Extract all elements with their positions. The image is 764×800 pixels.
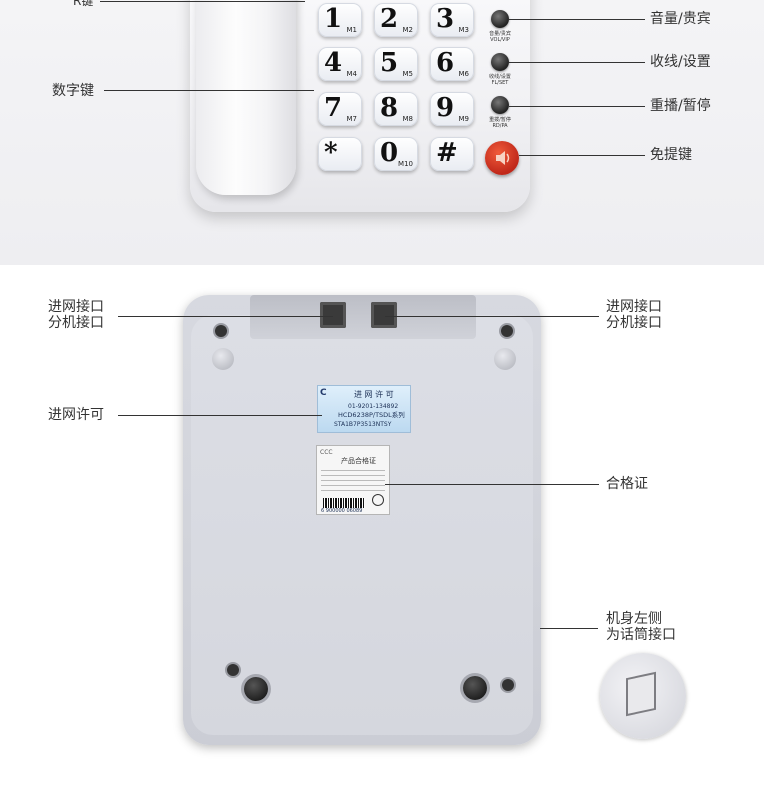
- callout-line-side: [540, 628, 598, 629]
- license-title: 进 网 许 可: [354, 390, 394, 399]
- extension-jack: [371, 302, 397, 328]
- key-memory-label: M5: [402, 70, 414, 78]
- callout-line-r-key: [100, 1, 305, 2]
- certificate-sticker: CCC 产品合格证 6 900000 06089: [316, 445, 390, 515]
- speaker-icon: [496, 151, 510, 165]
- callout-volume-vip: 音量/贵宾: [650, 11, 711, 27]
- key-hash: #: [430, 137, 474, 171]
- key-digit: 8: [380, 93, 399, 123]
- handset-jack: [626, 671, 656, 717]
- callout-line-handsfree: [519, 155, 645, 156]
- callout-hangup-set: 收线/设置: [650, 54, 711, 70]
- callout-line-jacks-right: [385, 316, 599, 317]
- foot-top-left: [212, 348, 234, 370]
- license-model: HCD6238P/TSDL系列: [338, 411, 405, 419]
- key-digit: 5: [380, 48, 399, 78]
- key-digit: 0: [380, 138, 399, 168]
- callout-handsfree: 免提键: [650, 147, 692, 163]
- volume-vip-button: [491, 10, 509, 28]
- key-memory-label: M9: [458, 115, 470, 123]
- key-memory-label: M2: [402, 26, 414, 34]
- barcode-number: 6 900000 06089: [321, 508, 363, 514]
- barcode: [323, 498, 365, 508]
- callout-line-certificate: [385, 484, 599, 485]
- redial-pause-button: [491, 96, 509, 114]
- callout-side-2: 为话筒接口: [606, 627, 676, 643]
- phone-back-panel: [183, 295, 541, 745]
- hangup-set-button: [491, 53, 509, 71]
- callout-line-digit-keys: [104, 90, 314, 91]
- callout-extension-jack-right: 分机接口: [606, 315, 662, 331]
- callout-line-jack-left: 进网接口: [48, 299, 104, 315]
- callout-digit-keys: 数字键: [52, 83, 94, 99]
- key-memory-label: M1: [346, 26, 358, 34]
- key-digit: 1: [324, 4, 343, 34]
- side-handset-jack-closeup: [600, 653, 686, 739]
- screw-bottom-left: [227, 664, 239, 676]
- callout-side-1: 机身左侧: [606, 611, 662, 627]
- callout-license: 进网许可: [48, 407, 104, 423]
- key-digit: 7: [324, 93, 343, 123]
- key-digit: *: [324, 138, 338, 168]
- license-sticker: C 进 网 许 可 01-9201-134892 HCD6238P/TSDL系列…: [317, 385, 411, 433]
- callout-redial-pause: 重播/暂停: [650, 98, 711, 114]
- key-memory-label: M4: [346, 70, 358, 78]
- key-digit: 2: [380, 4, 399, 34]
- certificate-title: 产品合格证: [341, 457, 376, 465]
- key-star: *: [318, 137, 362, 171]
- callout-extension-jack-left: 分机接口: [48, 315, 104, 331]
- callout-line-hangup: [509, 62, 645, 63]
- callout-line-redial: [509, 106, 645, 107]
- foot-top-right: [494, 348, 516, 370]
- line-jack: [320, 302, 346, 328]
- rubber-foot-right: [463, 676, 487, 700]
- callout-r-key: R键: [73, 0, 94, 8]
- key-memory-label: M3: [458, 26, 470, 34]
- key-digit: 9: [436, 93, 455, 123]
- key-digit: 3: [436, 4, 455, 34]
- key-digit: 4: [324, 48, 343, 78]
- phone-back-inner: [191, 315, 533, 735]
- screw-bottom-right: [502, 679, 514, 691]
- key-digit: 6: [436, 48, 455, 78]
- jack-slot: [250, 295, 476, 339]
- screw-top-right: [501, 325, 513, 337]
- ccc-mark: CCC: [320, 449, 333, 456]
- key-digit: #: [436, 138, 458, 168]
- screw-top-left: [215, 325, 227, 337]
- license-number: 01-9201-134892: [348, 403, 399, 410]
- callout-line-jacks-left: [118, 316, 333, 317]
- handset: [196, 0, 296, 195]
- key-memory-label: M7: [346, 115, 358, 123]
- callout-line-license: [118, 415, 322, 416]
- qs-mark: [372, 494, 384, 506]
- rubber-foot-left: [244, 677, 268, 701]
- key-memory-label: M10: [398, 160, 413, 168]
- key-memory-label: M8: [402, 115, 414, 123]
- handsfree-button: [485, 141, 519, 175]
- callout-line-jack-right: 进网接口: [606, 299, 662, 315]
- callout-line-volume: [509, 19, 645, 20]
- license-code: STA1B7P3513NTSY: [334, 421, 392, 428]
- key-memory-label: M6: [458, 70, 470, 78]
- callout-certificate: 合格证: [606, 476, 648, 492]
- back-photo: C 进 网 许 可 01-9201-134892 HCD6238P/TSDL系列…: [0, 265, 764, 800]
- license-logo: C: [320, 388, 327, 398]
